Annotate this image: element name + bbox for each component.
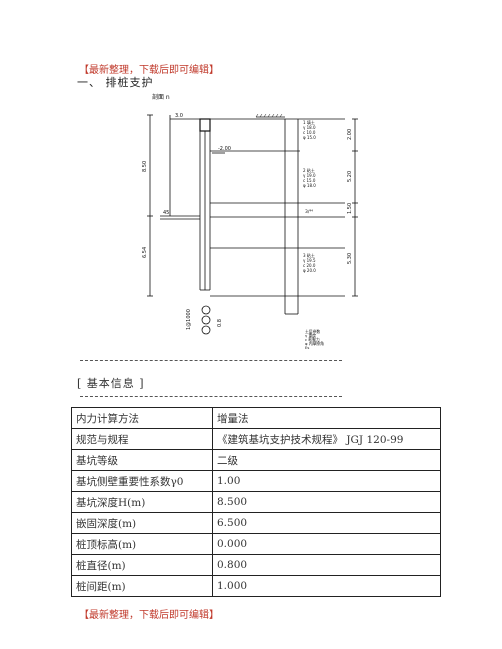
- legend: 土层参数 γ 重度 c 粘聚力 φ 内摩擦角 Es: [305, 329, 324, 350]
- svg-text:6.54: 6.54: [142, 247, 148, 258]
- divider-bottom: [80, 396, 342, 397]
- footer-note: 【最新整理，下载后即可编辑】: [79, 610, 219, 621]
- svg-text:1@1000: 1@1000: [186, 309, 192, 330]
- table-row: 桩直径(m)0.800: [71, 554, 441, 576]
- svg-text:3 粘土: 3 粘土: [303, 252, 315, 258]
- section-title: 一、 排桩支护: [77, 76, 154, 89]
- svg-text:1 填土: 1 填土: [303, 119, 315, 125]
- svg-text:Es: Es: [305, 345, 309, 350]
- svg-text:φ 内摩擦角: φ 内摩擦角: [305, 341, 324, 346]
- svg-text:φ 20.0: φ 20.0: [303, 268, 316, 273]
- table-row: 基坑深度H(m)8.500: [71, 491, 441, 513]
- table-row: 基坑等级二级: [71, 449, 441, 471]
- svg-text:c 10.0: c 10.0: [303, 130, 316, 135]
- svg-text:φ 15.0: φ 15.0: [303, 135, 316, 140]
- svg-text:8.50: 8.50: [142, 161, 148, 172]
- svg-text:γ 18.0: γ 18.0: [303, 125, 316, 130]
- layer1-params: 1 填土 γ 18.0 c 10.0 φ 15.0: [303, 119, 316, 140]
- svg-text:c 粘聚力: c 粘聚力: [305, 337, 320, 342]
- table-row: 内力计算方法增量法: [71, 407, 441, 429]
- svg-text:γ 19.5: γ 19.5: [303, 258, 316, 263]
- pile-section-drawing: 剖面 n 8.50 6.54 3.0 45 -2.00 3/⁴⁴: [142, 93, 358, 350]
- table-row: 桩顶标高(m)0.000: [71, 533, 441, 555]
- basic-info-label: [ 基本信息 ]: [77, 377, 145, 390]
- svg-text:3.0: 3.0: [175, 113, 183, 119]
- svg-text:3/⁴⁴: 3/⁴⁴: [305, 209, 313, 215]
- svg-text:0.8: 0.8: [217, 319, 223, 327]
- table-row: 桩间距(m)1.000: [71, 575, 441, 597]
- header-note: 【最新整理，下载后即可编辑】: [79, 65, 219, 76]
- svg-text:γ 19.0: γ 19.0: [303, 173, 316, 178]
- svg-text:45: 45: [163, 210, 169, 216]
- svg-text:5.20: 5.20: [347, 171, 353, 182]
- table-row: 规范与规程《建筑基坑支护技术规程》 JGJ 120-99: [71, 428, 441, 450]
- table-row: 嵌固深度(m)6.500: [71, 512, 441, 534]
- svg-text:c 15.0: c 15.0: [303, 178, 316, 183]
- basic-info-table: 内力计算方法增量法 规范与规程《建筑基坑支护技术规程》 JGJ 120-99 基…: [71, 407, 441, 597]
- svg-text:2.00: 2.00: [347, 129, 353, 140]
- svg-text:γ 重度: γ 重度: [305, 333, 316, 338]
- layer2-params: 2 粘土 γ 19.0 c 15.0 φ 18.0: [303, 167, 316, 188]
- svg-text:1.50: 1.50: [347, 203, 353, 214]
- svg-text:土层参数: 土层参数: [305, 329, 320, 334]
- svg-text:2 粘土: 2 粘土: [303, 167, 315, 173]
- svg-text:-2.00: -2.00: [218, 146, 231, 152]
- scale-label: 剖面 n: [152, 93, 170, 101]
- layer3-params: 3 粘土 γ 19.5 c 20.0 φ 20.0: [303, 252, 316, 273]
- svg-text:5.30: 5.30: [347, 253, 353, 264]
- svg-text:c 20.0: c 20.0: [303, 263, 316, 268]
- divider-top: [80, 360, 342, 361]
- svg-text:φ 18.0: φ 18.0: [303, 183, 316, 188]
